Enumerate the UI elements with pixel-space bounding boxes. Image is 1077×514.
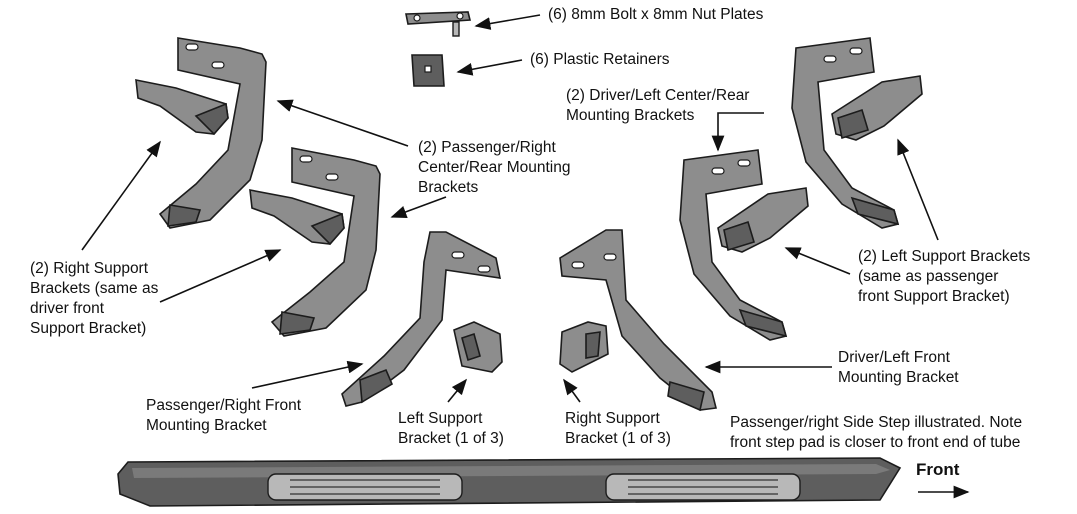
label-passenger-center-rear: (2) Passenger/Right Center/Rear Mounting…: [418, 139, 571, 196]
bolt-nut-plate-part: [405, 11, 472, 37]
leader-arrows: [81, 14, 970, 499]
passenger-front-mounting-bracket: [341, 231, 502, 407]
label-left-support-brackets: (2) Left Support Brackets (same as passe…: [858, 248, 1031, 305]
left-support-bracket-a: [717, 187, 809, 253]
passenger-center-rear-bracket-a: [158, 37, 267, 229]
label-illustration-note: Passenger/right Side Step illustrated. N…: [730, 414, 1023, 451]
label-driver-center-rear: (2) Driver/Left Center/Rear Mounting Bra…: [566, 87, 750, 124]
right-support-bracket-part: [559, 321, 609, 373]
label-left-support-one: Left Support Bracket (1 of 3): [398, 410, 504, 447]
left-support-bracket-b: [831, 75, 923, 141]
driver-front-mounting-bracket: [559, 229, 717, 412]
label-right-support-brackets: (2) Right Support Brackets (same as driv…: [30, 260, 159, 337]
driver-center-rear-bracket-b: [791, 37, 900, 229]
passenger-center-rear-bracket-b: [270, 147, 381, 337]
label-bolt-plates: (6) 8mm Bolt x 8mm Nut Plates: [548, 6, 764, 23]
label-passenger-front-bracket: Passenger/Right Front Mounting Bracket: [146, 397, 302, 434]
label-plastic-retainers: (6) Plastic Retainers: [530, 51, 670, 68]
label-driver-front-bracket: Driver/Left Front Mounting Bracket: [838, 349, 959, 386]
left-support-bracket-part: [453, 321, 503, 373]
label-right-support-one: Right Support Bracket (1 of 3): [565, 410, 671, 447]
right-support-bracket-b: [249, 189, 345, 246]
plastic-retainer-part: [411, 54, 445, 87]
right-support-bracket-a: [135, 79, 229, 136]
label-front: Front: [916, 460, 960, 479]
side-step-tube: [117, 457, 902, 507]
driver-center-rear-bracket-a: [679, 149, 788, 341]
